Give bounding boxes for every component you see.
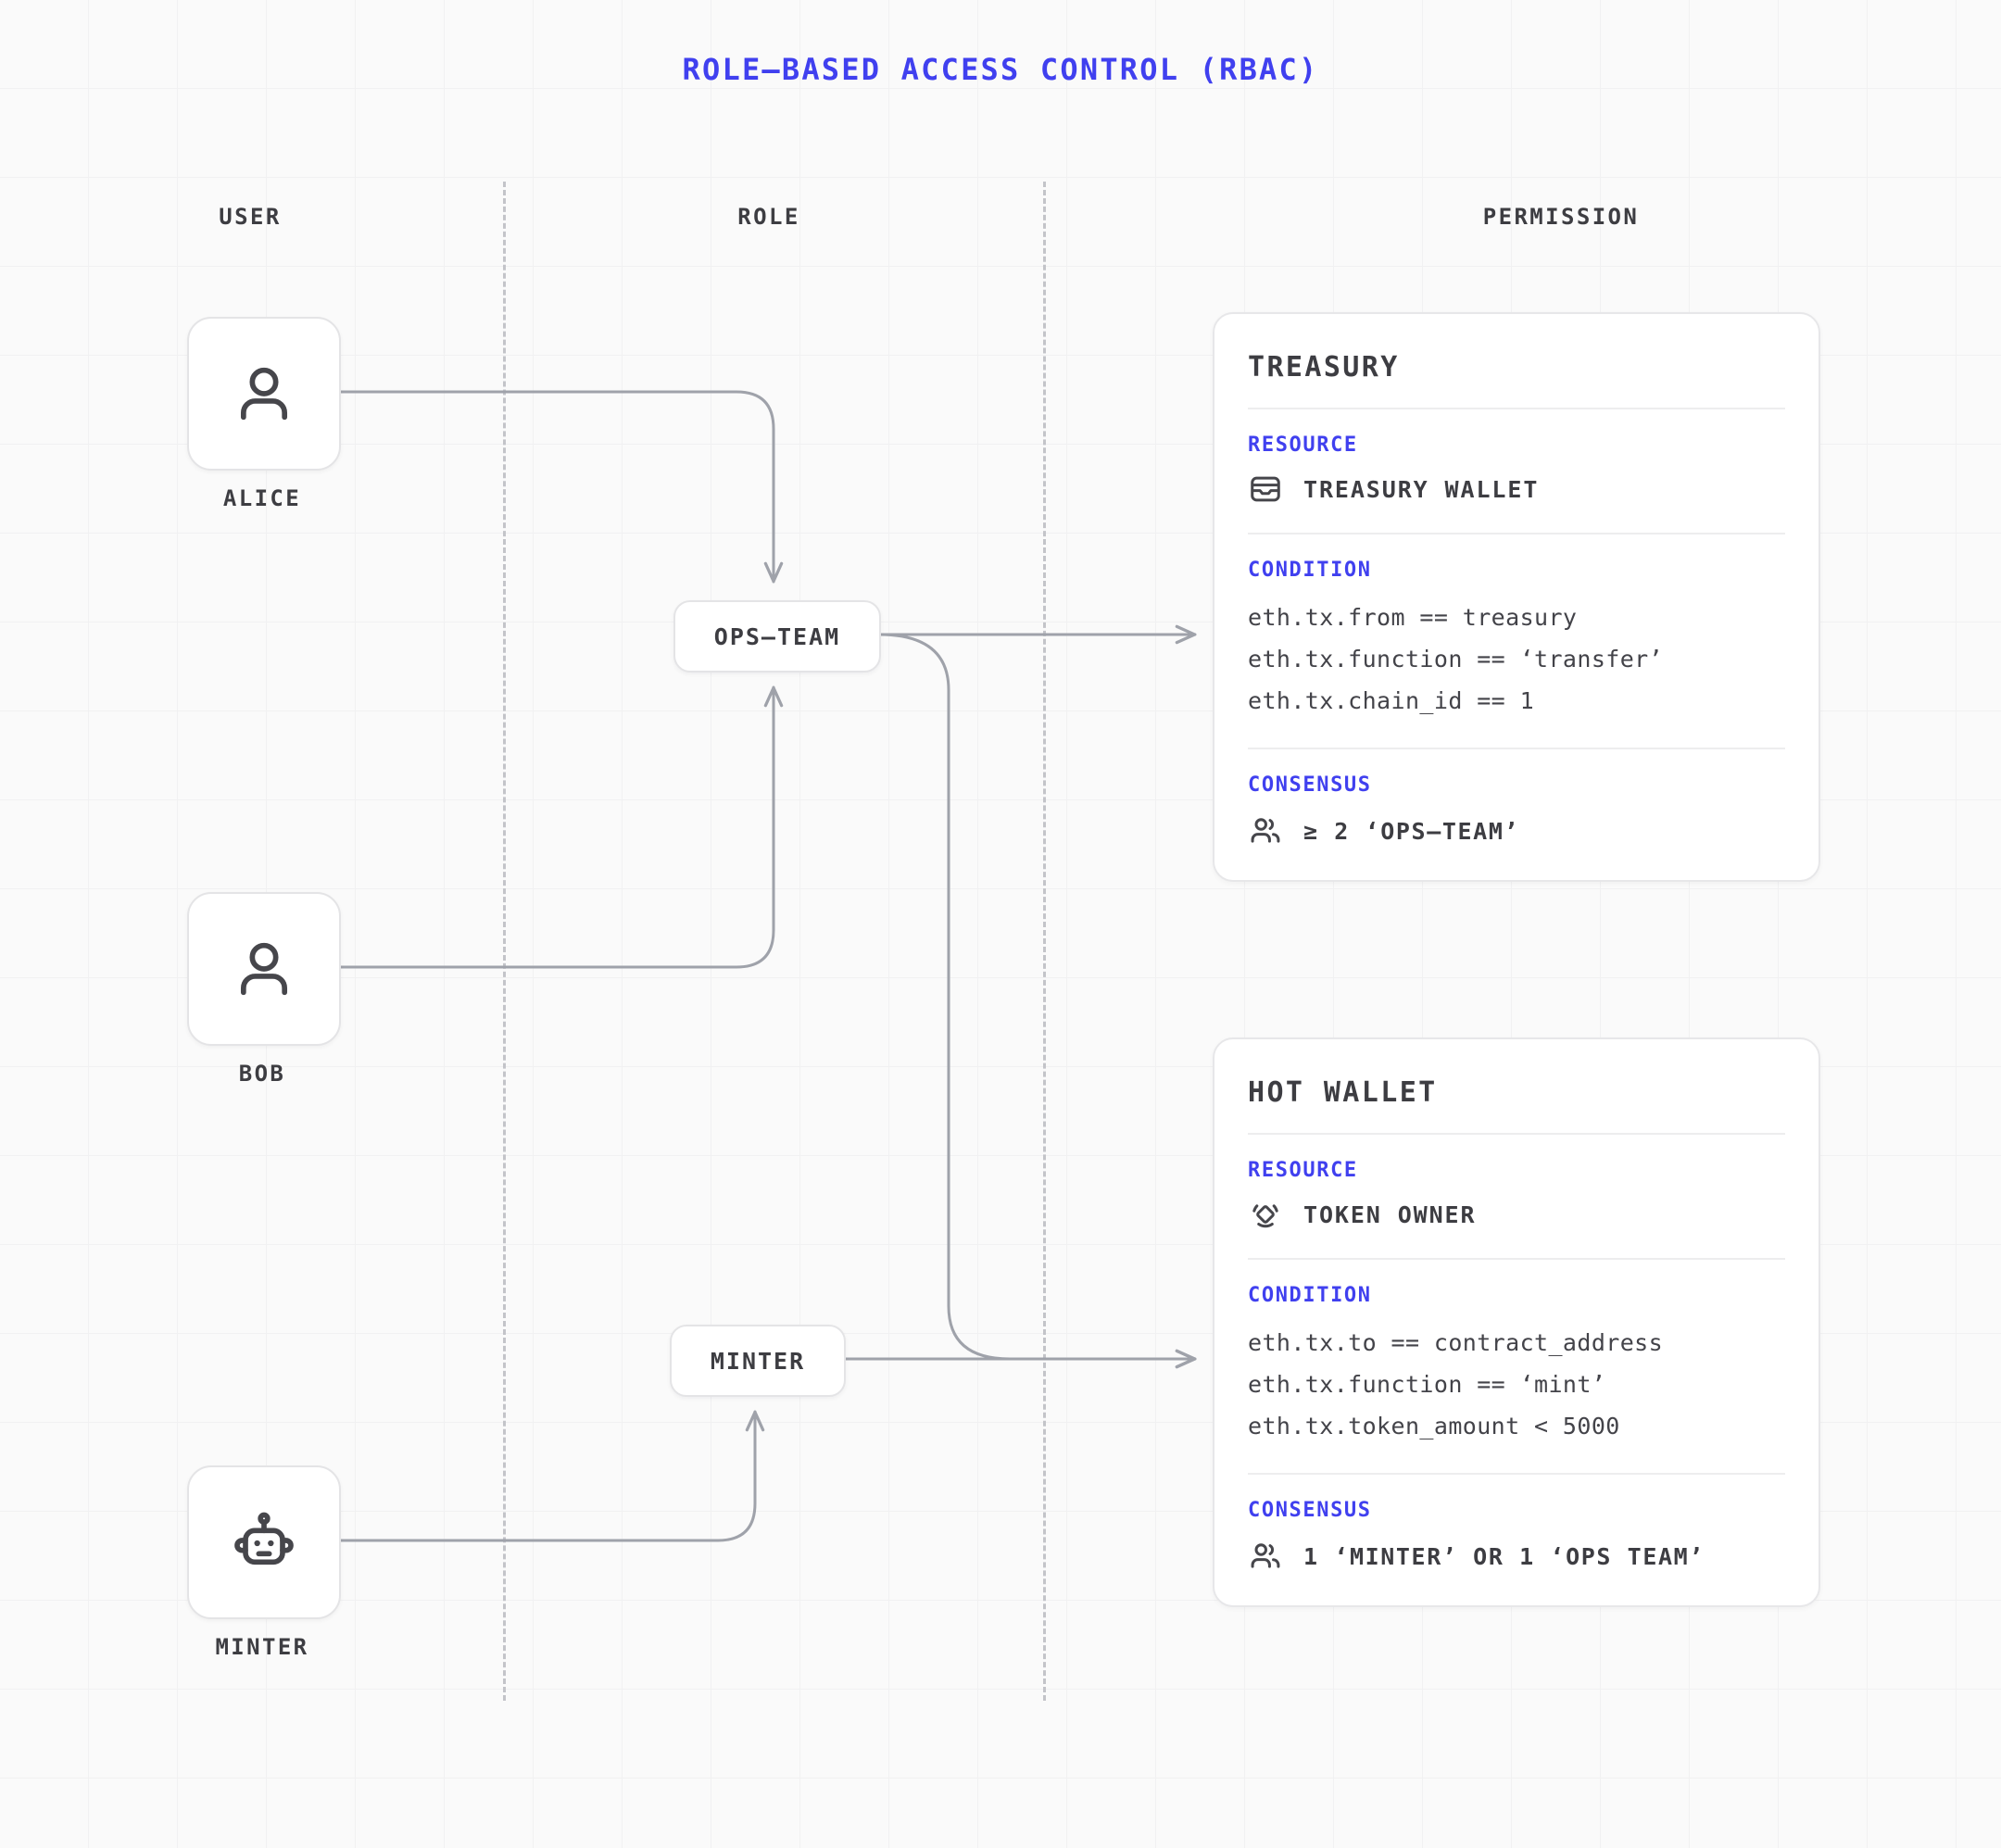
user-icon (240, 942, 288, 996)
section-label-resource: RESOURCE (1248, 1159, 1358, 1182)
users-icon (1251, 1543, 1280, 1568)
condition-list: eth.tx.to == contract_address eth.tx.fun… (1248, 1322, 1785, 1473)
condition-line: eth.tx.chain_id == 1 (1248, 687, 1535, 714)
role-pill-minter[interactable]: MINTER (670, 1325, 846, 1397)
role-label-minter: MINTER (710, 1347, 806, 1375)
users-icon (1251, 818, 1280, 843)
avatar-alice[interactable] (187, 317, 341, 471)
section-label-consensus: CONSENSUS (1248, 1499, 1372, 1522)
lane-divider-role-permission (1043, 182, 1046, 1701)
robot-icon (234, 1512, 294, 1565)
wallet-icon (1251, 476, 1280, 502)
user-label-alice: ALICE (222, 485, 302, 511)
consensus-row: 1 ‘MINTER’ OR 1 ‘OPS TEAM’ (1248, 1537, 1785, 1574)
user-label-minter: MINTER (215, 1634, 309, 1660)
page-title: ROLE—BASED ACCESS CONTROL (RBAC) (682, 52, 1319, 87)
divider (1248, 1473, 1785, 1475)
condition-line: eth.tx.function == ‘transfer’ (1248, 646, 1664, 673)
wire-bob-to-ops-team (339, 685, 784, 969)
avatar-minter[interactable] (187, 1465, 341, 1619)
user-label-bob: BOB (238, 1061, 286, 1087)
condition-list: eth.tx.from == treasury eth.tx.function … (1248, 597, 1785, 748)
divider (1248, 748, 1785, 749)
divider (1248, 1258, 1785, 1260)
wire-ops-team-to-hot-wallet (877, 633, 1197, 1369)
consensus-value: ≥ 2 ‘OPS—TEAM’ (1303, 817, 1520, 845)
lane-divider-user-role (503, 182, 506, 1701)
consensus-value: 1 ‘MINTER’ OR 1 ‘OPS TEAM’ (1303, 1542, 1705, 1570)
wire-alice-to-ops-team (339, 390, 784, 584)
divider (1248, 1133, 1785, 1135)
role-label-ops-team: OPS—TEAM (713, 622, 841, 650)
wire-minter-to-minter-role (339, 1410, 765, 1542)
resource-row: TREASURY WALLET (1248, 471, 1785, 533)
user-icon (240, 367, 288, 421)
role-pill-ops-team[interactable]: OPS—TEAM (673, 600, 881, 673)
condition-line: eth.tx.function == ‘mint’ (1248, 1371, 1606, 1398)
divider (1248, 533, 1785, 534)
permission-card-hot-wallet[interactable]: HOT WALLET RESOURCE TOKEN OWNER CONDITIO… (1213, 1037, 1820, 1607)
token-icon (1252, 1204, 1278, 1228)
condition-line: eth.tx.token_amount < 5000 (1248, 1413, 1620, 1439)
divider (1248, 408, 1785, 409)
section-label-consensus: CONSENSUS (1248, 773, 1372, 797)
column-header-user: USER (219, 204, 282, 230)
column-header-role: ROLE (737, 204, 800, 230)
card-title-treasury: TREASURY (1248, 351, 1400, 383)
condition-line: eth.tx.to == contract_address (1248, 1329, 1664, 1356)
card-title-hot-wallet: HOT WALLET (1248, 1076, 1438, 1109)
column-header-permission: PERMISSION (1482, 204, 1640, 230)
resource-row: TOKEN OWNER (1248, 1197, 1785, 1258)
resource-value: TREASURY WALLET (1303, 475, 1540, 503)
permission-card-treasury[interactable]: TREASURY RESOURCE TREASURY WALLET CONDIT… (1213, 312, 1820, 882)
section-label-resource: RESOURCE (1248, 434, 1358, 457)
resource-value: TOKEN OWNER (1303, 1201, 1477, 1228)
avatar-bob[interactable] (187, 892, 341, 1046)
condition-line: eth.tx.from == treasury (1248, 604, 1578, 631)
section-label-condition: CONDITION (1248, 1284, 1372, 1307)
consensus-row: ≥ 2 ‘OPS—TEAM’ (1248, 811, 1785, 849)
section-label-condition: CONDITION (1248, 559, 1372, 582)
